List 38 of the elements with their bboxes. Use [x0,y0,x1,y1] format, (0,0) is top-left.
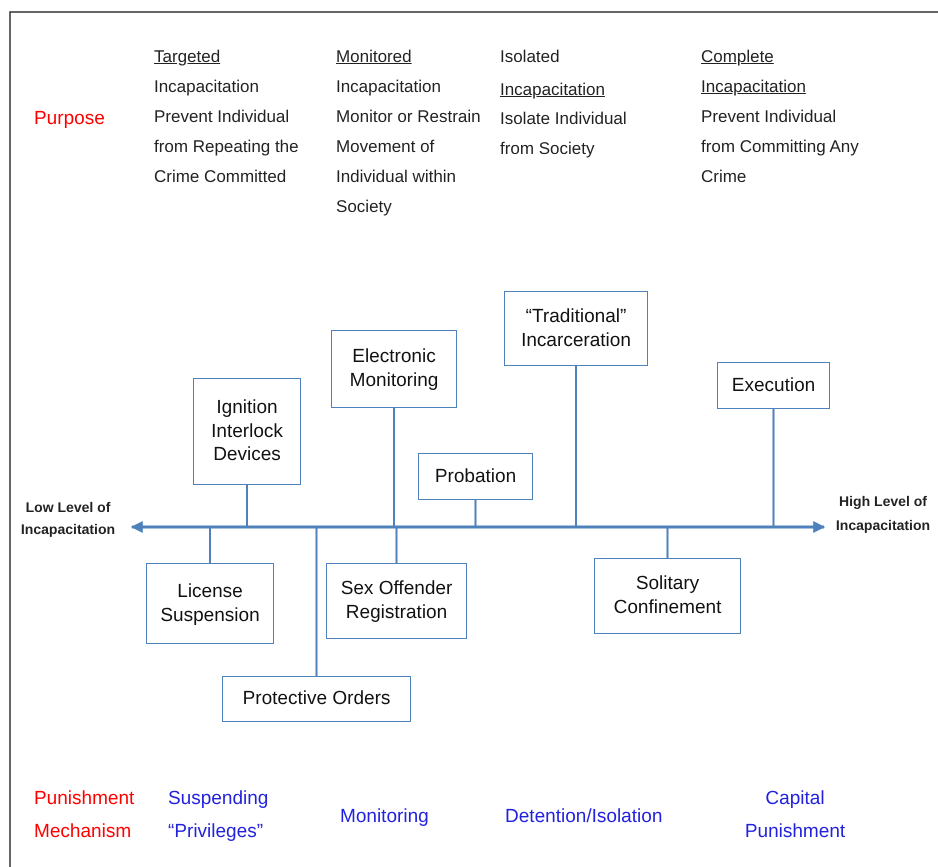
process-box: Probation [418,453,533,500]
connector-line [209,527,211,563]
connector-line [316,527,318,676]
process-box: “Traditional” Incarceration [504,291,648,366]
connector-line [666,527,668,558]
process-box: Execution [717,362,830,409]
mechanism-label: Capital Punishment [744,787,846,844]
purpose-text: Monitor or Restrain Movement of Individual within Society [336,106,482,218]
process-box: License Suspension [146,563,274,644]
mechanism-label: Monitoring [340,805,430,829]
axis-end-label: High Level of Incapacitation [834,492,932,535]
row-heading: Purpose [34,107,106,131]
purpose-text: Prevent Individual from Repeating the Crime Committed [154,106,300,188]
process-box: Ignition Interlock Devices [193,378,301,485]
purpose-text: Isolated [500,46,561,68]
mechanism-label: Suspending “Privileges” [168,787,270,844]
process-box: Solitary Confinement [594,558,741,634]
connector-line [393,408,395,527]
mechanism-label: Detention/Isolation [505,805,664,829]
process-box: Protective Orders [222,676,411,722]
axis-end-label: Low Level of Incapacitation [20,498,116,539]
column-heading: Targeted [154,46,222,68]
connector-line [474,500,476,527]
column-heading: Incapacitation [500,79,606,101]
axis-arrow [130,521,826,533]
connector-line [772,409,774,527]
process-box: Sex Offender Registration [326,563,467,639]
column-heading: Monitored [336,46,413,68]
connector-line [575,366,577,527]
purpose-text: Incapacitation [336,76,442,98]
purpose-text: Incapacitation [154,76,260,98]
connector-line [246,485,248,527]
column-heading: Complete Incapacitation [701,46,807,98]
row-heading: Punishment Mechanism [34,787,136,844]
purpose-text: Prevent Individual from Committing Any Crime [701,106,860,188]
connector-line [396,527,398,563]
process-box: Electronic Monitoring [331,330,457,408]
purpose-text: Isolate Individual from Society [500,108,628,160]
